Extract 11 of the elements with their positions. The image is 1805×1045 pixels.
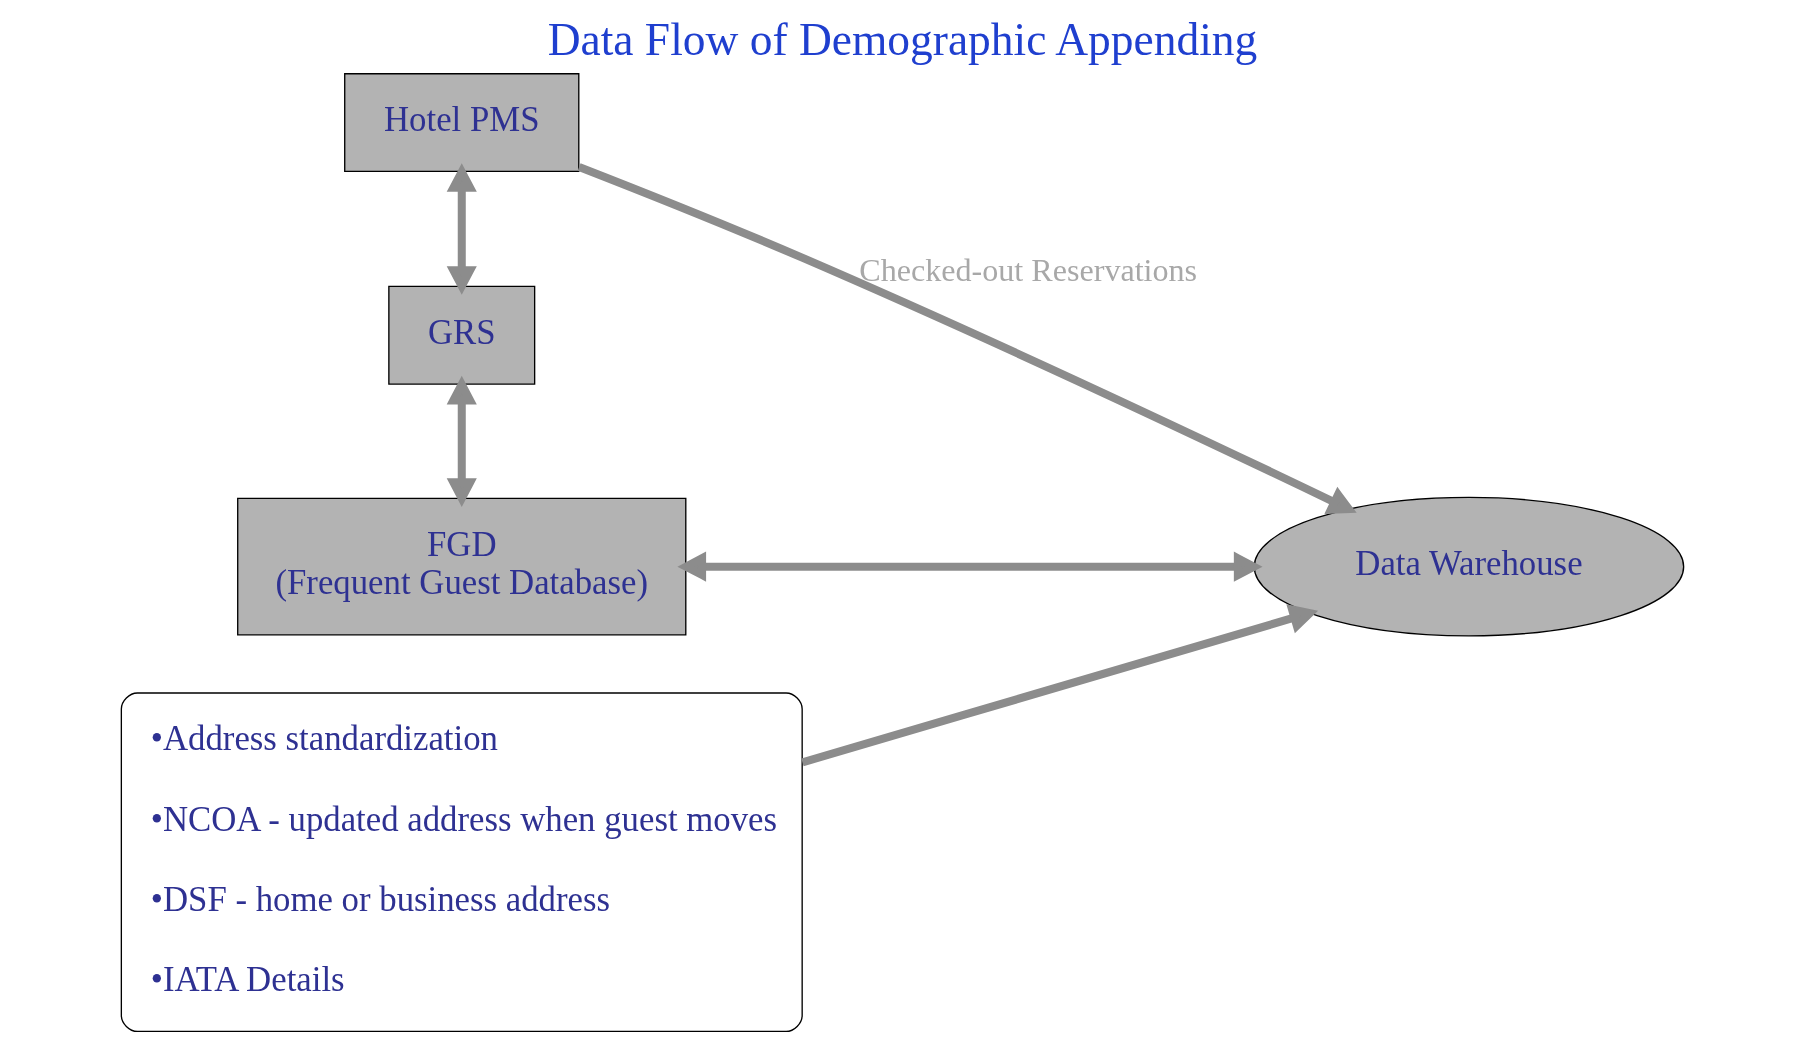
arrow bbox=[577, 163, 1357, 514]
edge-label: Checked-out Reservations bbox=[859, 251, 1198, 288]
arrow bbox=[446, 163, 477, 295]
node-box: Hotel PMS bbox=[344, 73, 580, 173]
node-box: GRS bbox=[388, 285, 536, 385]
node-box: •Address standardization •NCOA - updated address when guest moves •DSF - home or business address •IATA Details bbox=[120, 692, 803, 1033]
arrow bbox=[677, 551, 1263, 582]
diagram-title: Data Flow of Demographic Appending bbox=[547, 14, 1258, 66]
arrow bbox=[801, 604, 1319, 767]
node-box: FGD (Frequent Guest Database) bbox=[237, 497, 687, 636]
arrow bbox=[446, 375, 477, 508]
